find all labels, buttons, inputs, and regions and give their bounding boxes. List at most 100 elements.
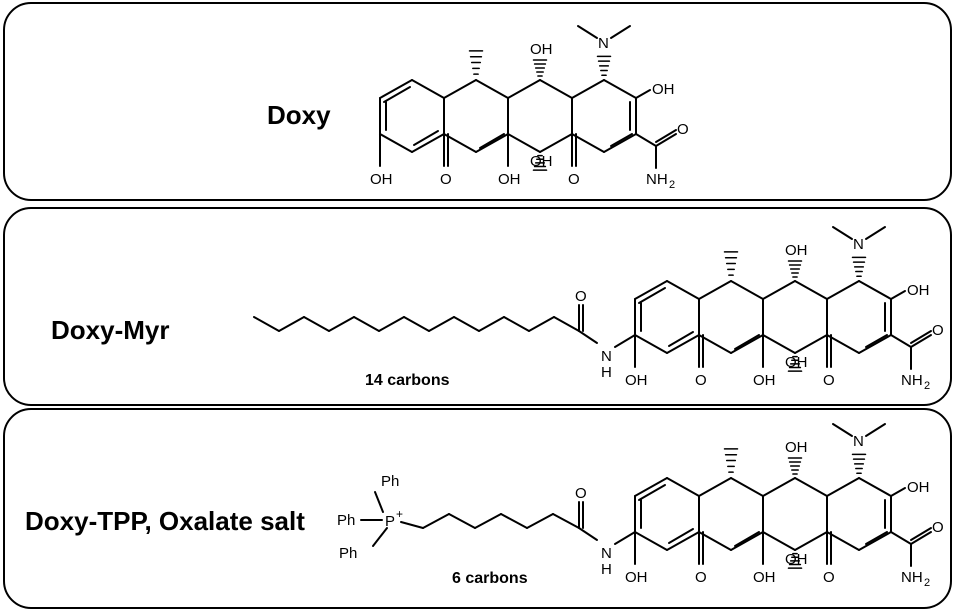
bond-line — [634, 334, 668, 354]
bond-line — [507, 79, 541, 99]
bond-line — [826, 334, 860, 354]
bond-line — [500, 513, 528, 529]
charge-label: + — [396, 507, 403, 521]
bond-line — [890, 531, 912, 545]
bond-line — [794, 477, 828, 497]
bond-line — [603, 133, 637, 153]
bond-line — [475, 133, 509, 153]
bond-line — [379, 133, 413, 153]
bond-line — [379, 79, 413, 99]
bond-line — [794, 280, 828, 300]
bond-line — [730, 531, 764, 551]
oxygen-label: O — [695, 372, 707, 389]
bond-line — [610, 133, 633, 147]
hydroxyl-label: OH — [753, 569, 776, 586]
bond-line — [474, 513, 502, 529]
nitrogen-label: N — [853, 433, 864, 450]
oxygen-label: O — [568, 171, 580, 188]
bond-line — [528, 316, 555, 332]
bond-line — [443, 133, 477, 153]
hydroxyl-label: OH — [907, 282, 930, 299]
hydroxyl-label: OH — [907, 479, 930, 496]
amide-nitrogen-label: N — [601, 348, 612, 365]
hydroxyl-label: OH — [625, 569, 648, 586]
bond-line — [603, 79, 637, 99]
compound-name-doxy-tpp: Doxy-TPP, Oxalate salt — [25, 506, 305, 536]
nitrogen-label: N — [598, 35, 609, 52]
bond-line — [858, 477, 892, 497]
bond-line — [634, 280, 668, 300]
hydroxyl-label: OH — [753, 372, 776, 389]
bond-line — [910, 531, 932, 545]
bond-line — [698, 280, 732, 300]
bond-line — [638, 287, 666, 304]
subscript-label: 2 — [924, 380, 930, 392]
hydroxyl-label: OH — [785, 439, 808, 456]
bond-line — [826, 477, 860, 497]
oxygen-label: O — [932, 519, 944, 536]
bond-line — [634, 531, 668, 551]
bond-line — [762, 334, 796, 354]
bond-line — [278, 316, 305, 332]
bond-line — [910, 330, 932, 344]
bond-line — [638, 484, 666, 501]
bond-line — [910, 527, 932, 541]
bond-line — [383, 86, 411, 103]
bond-line — [698, 477, 732, 497]
phenyl-label: Ph — [337, 512, 355, 529]
oxygen-label: O — [677, 121, 689, 138]
chain-length-label: 14 carbons — [365, 372, 450, 389]
oxygen-label: O — [695, 569, 707, 586]
bond-line — [578, 330, 598, 344]
oxygen-label: O — [932, 322, 944, 339]
bond-line — [614, 531, 636, 545]
bond-line — [865, 226, 886, 240]
bond-line — [422, 513, 450, 529]
bond-line — [328, 316, 355, 332]
bond-line — [910, 334, 932, 348]
hydroxyl-label: OH — [652, 81, 675, 98]
bond-line — [526, 513, 554, 529]
bond-line — [865, 531, 888, 545]
bond-line — [353, 316, 380, 332]
bond-line — [655, 133, 677, 147]
bond-line — [479, 133, 505, 149]
nitrogen-label: N — [853, 236, 864, 253]
amide-nitrogen-label: N — [601, 545, 612, 562]
amide-label: NH — [646, 171, 668, 188]
bond-line — [832, 423, 853, 437]
amide-label: NH — [901, 569, 923, 586]
bond-line — [378, 316, 405, 332]
carbonyl-oxygen-label: O — [575, 288, 587, 305]
phosphorus-label: P — [385, 513, 395, 530]
bond-line — [577, 25, 598, 39]
amide-hydrogen-label: H — [601, 561, 612, 578]
amide-label: NH — [901, 372, 923, 389]
bond-line — [478, 316, 505, 332]
bond-line — [372, 527, 388, 547]
hydroxyl-label: OH — [785, 242, 808, 259]
bond-line — [303, 316, 330, 332]
bond-line — [762, 531, 796, 551]
phenyl-label: Ph — [339, 545, 357, 562]
subscript-label: 2 — [669, 179, 675, 191]
bond-line — [826, 280, 860, 300]
bond-line — [539, 133, 573, 153]
bond-line — [668, 331, 694, 347]
bond-line — [552, 513, 580, 529]
bond-line — [634, 477, 668, 497]
bond-line — [890, 290, 906, 300]
bond-line — [730, 477, 764, 497]
bond-line — [374, 491, 384, 513]
bond-line — [762, 280, 796, 300]
bond-line — [730, 280, 764, 300]
bond-line — [734, 531, 760, 547]
bond-line — [734, 334, 760, 350]
bond-line — [553, 316, 580, 332]
phenyl-label: Ph — [381, 473, 399, 490]
bond-line — [635, 133, 657, 147]
bond-line — [890, 487, 906, 497]
bond-line — [666, 531, 700, 551]
